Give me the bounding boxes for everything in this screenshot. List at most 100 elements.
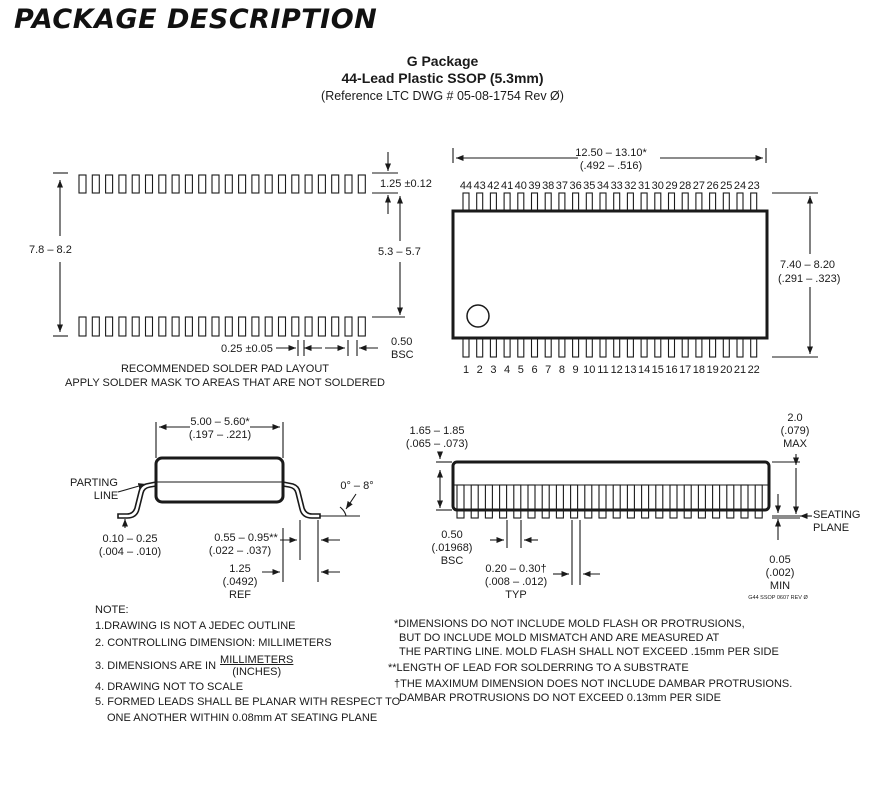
standoff-in: (.002) xyxy=(766,567,795,579)
top-length-mm: 12.50 – 13.10* xyxy=(575,147,647,159)
end-width-in: (.197 – .221) xyxy=(189,429,251,441)
pin-number: 32 xyxy=(624,180,636,192)
pad-pitch-label: 0.50 xyxy=(391,336,412,348)
pin-number: 33 xyxy=(611,180,623,192)
notes-heading: NOTE: xyxy=(95,604,129,616)
package-reference: (Reference LTC DWG # 05-08-1754 Rev Ø) xyxy=(321,89,564,103)
pin-number: 19 xyxy=(706,364,718,376)
lead xyxy=(470,484,479,519)
top-view-leads-bottom xyxy=(462,337,758,358)
lead xyxy=(681,337,689,358)
solder-pad xyxy=(251,316,260,337)
lead xyxy=(626,192,634,212)
lead xyxy=(584,484,593,519)
footprint-in: (.0492) xyxy=(223,576,258,588)
solder-pad xyxy=(158,316,167,337)
lead xyxy=(599,337,607,358)
solder-pad xyxy=(184,174,193,194)
solder-pad xyxy=(171,174,180,194)
body-height-mm: 1.65 – 1.85 xyxy=(409,425,464,437)
pin-number: 6 xyxy=(531,364,537,376)
solder-pad xyxy=(184,316,193,337)
package-body-top xyxy=(451,209,769,340)
solder-pad xyxy=(144,316,154,337)
lead xyxy=(544,192,552,212)
lead xyxy=(667,192,676,212)
pin-number: 39 xyxy=(528,180,540,192)
lead xyxy=(712,484,721,519)
pin-number: 7 xyxy=(545,364,551,376)
solder-pad xyxy=(317,174,326,194)
lead xyxy=(681,192,689,212)
inner-span-label: 5.3 – 5.7 xyxy=(378,246,421,258)
note-asterisk-3: THE PARTING LINE. MOLD FLASH SHALL NOT E… xyxy=(399,646,779,658)
solder-pad xyxy=(105,174,114,194)
lead xyxy=(736,192,744,212)
pin-number: 30 xyxy=(652,180,664,192)
pin-number: 31 xyxy=(638,180,650,192)
lead xyxy=(462,192,470,212)
seating-plane-label-1: SEATING xyxy=(813,509,860,521)
lead xyxy=(585,192,593,212)
lead xyxy=(709,337,717,358)
seating-plane-label-2: PLANE xyxy=(813,522,849,534)
lead xyxy=(722,337,730,358)
pin-number: 21 xyxy=(734,364,746,376)
note-4: 4. DRAWING NOT TO SCALE xyxy=(95,680,244,693)
lead-width-in: (.008 – .012) xyxy=(485,576,547,588)
pin-number: 40 xyxy=(515,180,527,192)
lead xyxy=(695,337,703,358)
lead xyxy=(503,337,511,358)
lead xyxy=(736,337,744,358)
lead xyxy=(503,192,511,212)
pad-row-top xyxy=(78,174,366,194)
lead xyxy=(585,337,593,358)
pin-number: 5 xyxy=(518,364,524,376)
pin-number: 3 xyxy=(490,364,496,376)
note-5a: 5. FORMED LEADS SHALL BE PLANAR WITH RES… xyxy=(95,696,401,708)
pin-number: 18 xyxy=(693,364,705,376)
solder-pad xyxy=(91,174,100,194)
note-3: 3. DIMENSIONS ARE IN MILLIMETERS (INCHES… xyxy=(95,654,400,678)
package-body-end xyxy=(154,456,285,504)
solder-pad xyxy=(357,316,366,337)
pin-number: 9 xyxy=(573,364,579,376)
note-dagger-1: †THE MAXIMUM DIMENSION DOES NOT INCLUDE … xyxy=(394,678,793,690)
standoff-note: MIN xyxy=(770,580,790,592)
lead xyxy=(517,192,525,212)
section-title: PACKAGE DESCRIPTION xyxy=(14,4,378,35)
solder-pad xyxy=(238,316,247,337)
lead-width-mm: 0.20 – 0.30† xyxy=(485,563,546,575)
lead xyxy=(726,484,735,519)
pin1-marker xyxy=(466,304,490,328)
lead xyxy=(476,192,484,212)
solder-pad xyxy=(144,174,154,194)
top-view xyxy=(451,148,818,358)
pin-number: 29 xyxy=(665,180,677,192)
lead xyxy=(754,484,763,519)
note-dagger-2: DAMBAR PROTRUSIONS DO NOT EXCEED 0.13mm … xyxy=(399,692,721,704)
pad-height-label: 1.25 ±0.12 xyxy=(380,178,432,190)
pin-number: 24 xyxy=(734,180,746,192)
pin-number: 10 xyxy=(583,364,595,376)
solder-pad xyxy=(78,174,87,194)
gull-wing-lead-right xyxy=(282,481,321,519)
note-asterisk-1: *DIMENSIONS DO NOT INCLUDE MOLD FLASH OR… xyxy=(394,618,745,630)
lead xyxy=(530,337,539,358)
note-3-fraction: MILLIMETERS (INCHES) xyxy=(220,654,293,678)
lead xyxy=(462,337,470,358)
note-3-bottom: (INCHES) xyxy=(232,665,282,678)
solder-pad xyxy=(317,316,326,337)
note-5b: ONE ANOTHER WITHIN 0.08mm AT SEATING PLA… xyxy=(107,711,378,724)
lead xyxy=(558,192,566,212)
pin-number: 23 xyxy=(748,180,760,192)
lead xyxy=(669,484,678,519)
pin-number: 26 xyxy=(706,180,718,192)
note-asterisk-2: BUT DO INCLUDE MOLD MISMATCH AND ARE MEA… xyxy=(399,632,720,644)
lead xyxy=(544,337,552,358)
pin-number: 20 xyxy=(720,364,732,376)
lead xyxy=(709,192,717,212)
lead xyxy=(476,337,484,358)
footprint-mm: 1.25 xyxy=(229,563,250,575)
